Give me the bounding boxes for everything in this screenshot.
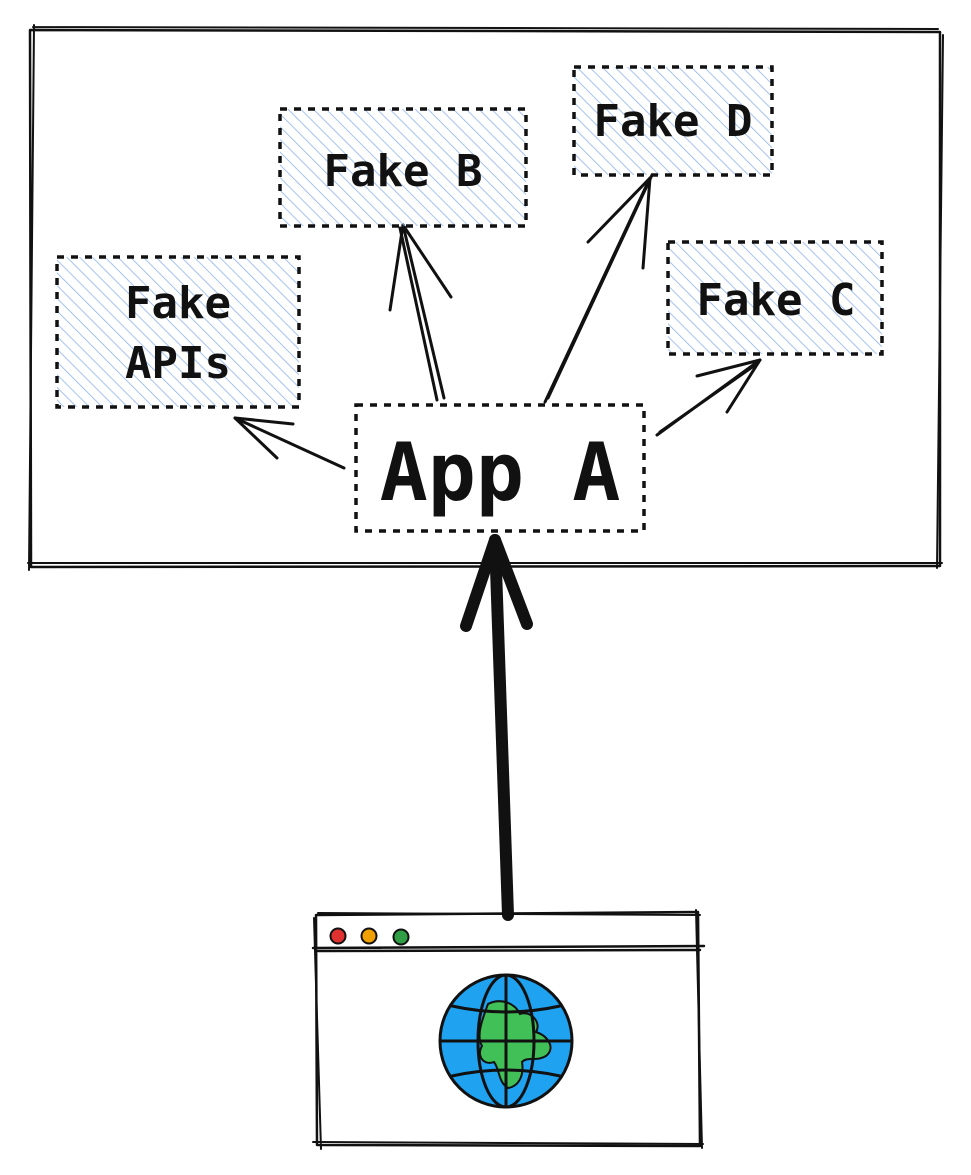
node-app-a: App A [354,403,646,533]
window-minimize-dot [360,927,378,945]
node-fake-b-label: Fake B [324,146,483,197]
edge-app-a-to-fake-c [655,358,762,437]
node-fake-apis-line1: Fake [125,278,231,329]
node-fake-b: Fake B [278,107,528,228]
environment-frame [27,24,944,571]
edge-app-a-to-fake-apis [233,416,346,470]
edge-app-a-to-fake-d [543,173,654,404]
edge-browser-to-app-a [460,534,533,921]
edge-app-a-to-fake-b [388,223,453,402]
node-fake-apis-line2: APIs [125,338,231,389]
window-maximize-dot [392,928,410,946]
node-fake-d: Fake D [572,65,774,177]
node-fake-d-label: Fake D [594,96,753,147]
node-app-a-label: App A [380,426,621,519]
globe-icon [438,973,574,1109]
node-fake-c: Fake C [666,240,884,356]
node-fake-c-label: Fake C [697,275,856,326]
node-fake-apis: Fake APIs [55,255,301,409]
browser-window-icon [311,909,706,1150]
window-close-dot [329,927,347,945]
